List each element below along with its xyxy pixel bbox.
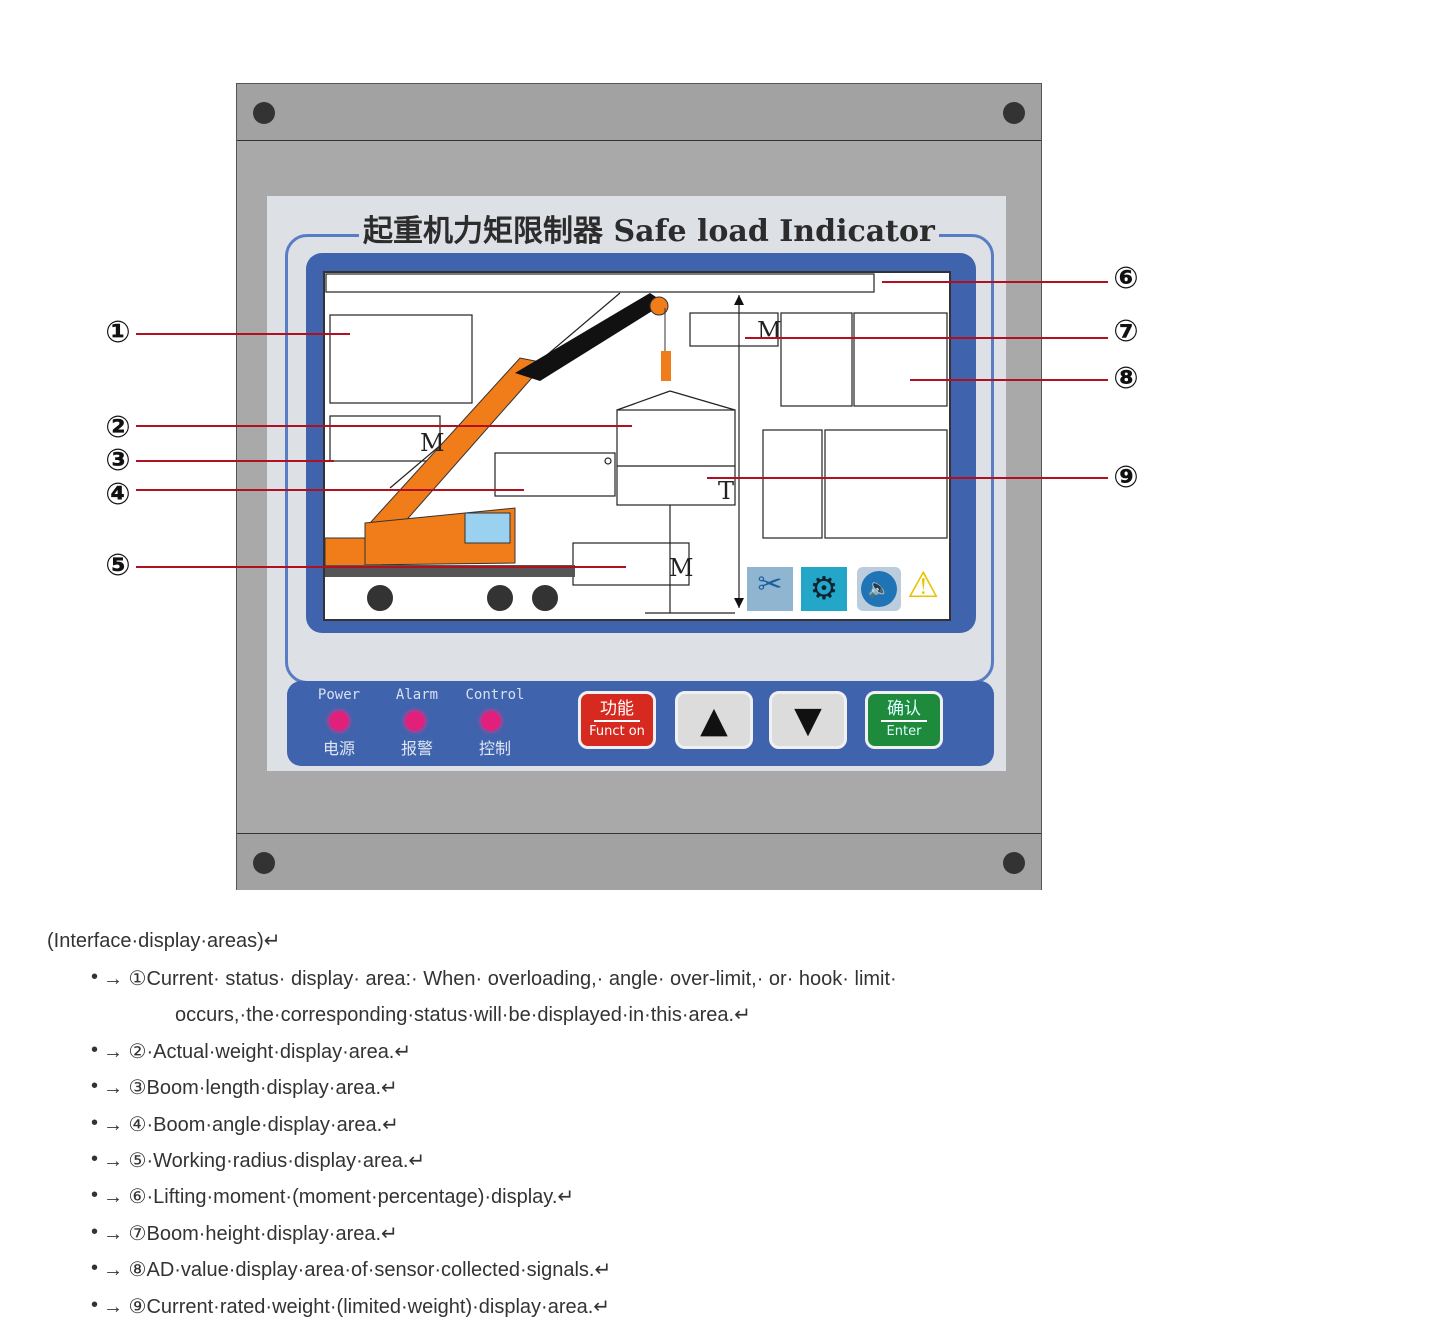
document-text: (Interface·display·areas)↵ •→ ①Current· … (47, 930, 897, 1318)
callout-line-2 (136, 425, 632, 427)
callout-line-6 (882, 281, 1108, 283)
screw-icon (1003, 852, 1025, 874)
callout-line-1 (136, 333, 350, 335)
control-label: Control (465, 687, 525, 703)
function-label-en: Funct on (589, 724, 645, 739)
alarm-label-cn: 报警 (400, 739, 433, 758)
boom-length-area (329, 415, 441, 462)
display-screen: M M M T ✂ ⚙ 🔈 ⚠ (323, 271, 951, 621)
enter-label-cn: 确认 (881, 698, 927, 722)
callout-8: ⑧ (1113, 361, 1139, 396)
boom-height-area (689, 312, 779, 347)
callout-6: ⑥ (1113, 261, 1139, 296)
callout-4: ④ (105, 477, 131, 512)
radius-area (572, 542, 690, 586)
boom-angle-area (494, 452, 616, 497)
alarm-label: Alarm (395, 687, 439, 703)
weight-area (616, 409, 736, 506)
weight-unit: T (718, 477, 734, 505)
caption: (Interface·display·areas)↵ (47, 930, 281, 952)
enter-button[interactable]: 确认 Enter (865, 691, 943, 749)
ad-value-area (780, 312, 853, 407)
alarm-led (405, 711, 425, 731)
settings-gear-icon[interactable]: ⚙ (801, 567, 847, 611)
status-area (329, 314, 473, 404)
item-text: → ③Boom·length·display·area.↵ (103, 1077, 398, 1099)
function-label-cn: 功能 (594, 698, 640, 722)
up-arrow-icon: ▲ (700, 699, 728, 741)
callout-line-4 (136, 489, 524, 491)
power-led (329, 711, 349, 731)
callout-2: ② (105, 410, 131, 445)
down-button[interactable]: ▼ (769, 691, 847, 749)
boom-height-unit: M (757, 317, 782, 345)
callout-9: ⑨ (1113, 460, 1139, 495)
control-led (481, 711, 501, 731)
callout-line-3 (136, 460, 334, 462)
crane-diagram: M M M T (325, 273, 948, 615)
front-panel: 起重机力矩限制器 Safe load Indicator (267, 196, 1006, 771)
callout-7: ⑦ (1113, 314, 1139, 349)
tools-icon[interactable]: ✂ (747, 567, 793, 611)
radius-unit: M (669, 554, 694, 582)
top-mounting-strip (237, 84, 1041, 141)
bottom-mounting-strip (237, 833, 1041, 890)
item-text: → ④·Boom·angle·display·area.↵ (103, 1114, 399, 1136)
item-text: → ⑨Current·rated·weight·(limited·weight)… (103, 1296, 611, 1318)
screw-icon (253, 852, 275, 874)
callout-line-5 (136, 566, 626, 568)
callout-line-7 (745, 337, 1108, 339)
callout-5: ⑤ (105, 548, 131, 583)
item-text: → ①Current· status· display· area:· When… (103, 968, 897, 990)
item-text: → ⑥·Lifting·moment·(moment·percentage)·d… (103, 1186, 575, 1208)
control-label-cn: 控制 (478, 739, 511, 758)
screw-icon (1003, 102, 1025, 124)
control-bar: Power 电源 Alarm 报警 Control 控制 功能 Funct on… (287, 681, 994, 766)
power-label-cn: 电源 (322, 739, 355, 758)
callout-line-8 (910, 379, 1108, 381)
power-label: Power (317, 687, 361, 703)
moment-bar-area (325, 273, 875, 293)
item-text: → ②·Actual·weight·display·area.↵ (103, 1041, 412, 1063)
item-text: → ⑦Boom·height·display·area.↵ (103, 1223, 398, 1245)
item-text: → ⑧AD·value·display·area·of·sensor·colle… (103, 1259, 612, 1281)
item-text: → ⑤·Working·radius·display·area.↵ (103, 1150, 426, 1172)
speaker-icon[interactable]: 🔈 (857, 567, 901, 611)
function-button[interactable]: 功能 Funct on (578, 691, 656, 749)
up-button[interactable]: ▲ (675, 691, 753, 749)
callout-3: ③ (105, 443, 131, 478)
screw-icon (253, 102, 275, 124)
callout-1: ① (105, 315, 131, 350)
screen-bezel: M M M T ✂ ⚙ 🔈 ⚠ (306, 253, 976, 633)
boom-length-unit: M (420, 429, 445, 457)
device-title: 起重机力矩限制器 Safe load Indicator (359, 206, 939, 250)
enter-label-en: Enter (886, 724, 922, 739)
callout-line-9 (707, 477, 1108, 479)
item-text-cont: occurs,·the·corresponding·status·will·be… (175, 1004, 751, 1026)
safe-load-indicator-device: 起重机力矩限制器 Safe load Indicator (236, 83, 1042, 890)
down-arrow-icon: ▼ (794, 699, 822, 741)
warning-icon[interactable]: ⚠ (907, 565, 940, 606)
